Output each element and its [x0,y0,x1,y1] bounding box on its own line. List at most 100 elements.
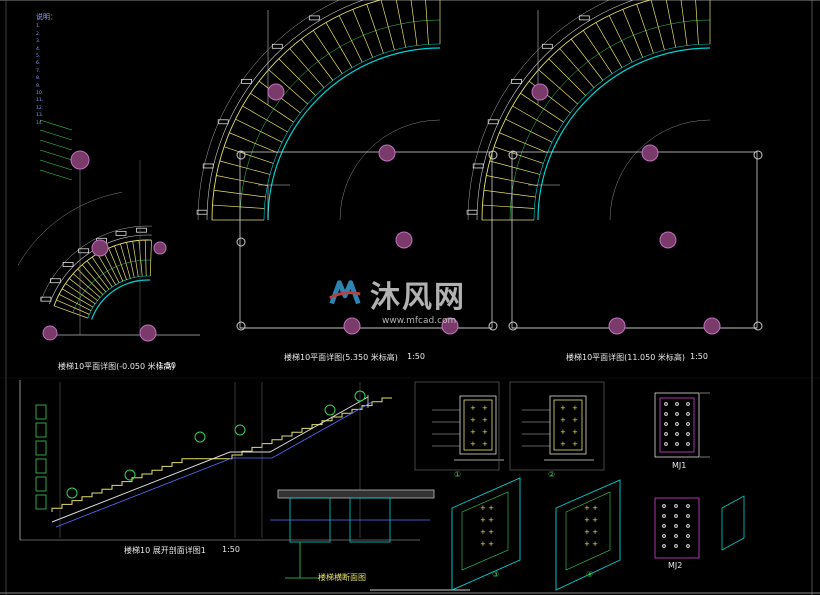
column-marker [441,317,459,335]
stair-tread [665,0,677,48]
stair-tread [132,241,139,277]
anchor-mark: + [482,428,488,436]
section-title: 楼梯10 展开剖面详图1 [124,546,206,555]
stair-tread [68,278,98,301]
anchor-mark: + [470,428,476,436]
anchor-mark: + [560,428,566,436]
dim-tag [487,119,499,125]
section-callout [194,431,206,443]
anchor-mark: + + [480,540,494,548]
stair-tread [583,30,613,74]
stair-tread [636,3,654,54]
stair-tread [512,105,558,133]
mj2-bolt [686,514,690,518]
stair-tread [223,146,274,164]
mj2-bolt [674,544,678,548]
plan3-outer-edge [481,0,653,221]
stair-tread [235,118,283,143]
dim-tag [472,163,484,169]
mj1-bolt [686,422,690,426]
section-callout [234,424,246,436]
plan3-grid-frame [511,151,758,329]
column-marker [153,241,167,255]
stair-tread [108,247,124,282]
dim-tag [241,78,252,84]
column-marker [343,317,361,335]
plan2-outer-rail [206,0,365,221]
dim-tag [78,248,90,254]
stair-tread [81,264,107,293]
note-line: 11. [36,98,44,104]
section-panel [35,422,47,438]
mj2-side-view [721,495,745,551]
mj1-bolt [664,412,668,416]
dim-tag [62,262,74,267]
anchor-mark: + + [584,516,598,524]
stair-tread [289,48,325,88]
anchor-mark: + [572,416,578,424]
note-line: 9. [36,83,41,89]
detail-1-label: ① [454,470,462,479]
stair-tread [520,93,564,123]
stair-tread [570,38,604,81]
mj2-bolt [686,534,690,538]
stair-tread [250,93,294,123]
mj2-bolt [674,504,678,508]
detail2-plate [553,399,583,451]
plan2-scale: 1:50 [407,352,425,361]
stair-tread [380,0,395,51]
stair-tread [268,69,308,105]
plan2-dim-arc [197,0,340,221]
detail2-frame [509,381,605,471]
column-marker [378,144,396,162]
axis-bubble [753,150,763,160]
detail4-inner [565,491,611,571]
stair-tread [680,0,688,46]
mj2-plate-outline [654,497,700,559]
note-line: 2. [36,31,41,37]
stair-tread [126,242,135,278]
stair-tread [144,240,147,277]
dim-tag [271,43,283,49]
column-marker [659,231,677,249]
axis-bubble [236,150,246,160]
plan3-inner-edge [537,47,711,221]
column-marker [139,324,157,342]
plan2-guide-arc [339,119,441,221]
plan1-inner-edge2 [87,275,151,319]
watermark-url: www.mfcad.com [382,316,457,326]
detail3-inner [461,491,509,571]
detail1-outline [459,395,497,455]
stair-tread [77,268,104,295]
anchor-mark: + [572,404,578,412]
anchor-mark: + [560,440,566,448]
section-scale: 1:50 [222,545,240,554]
stair-tread [229,132,278,153]
note-line: 3. [36,39,41,45]
column-marker [531,83,549,101]
section-callout [124,469,136,481]
detail1-frame [414,381,500,471]
stair-tread [499,132,548,153]
plan1-dim-arc [40,225,152,302]
dim-tag [541,43,553,49]
stair-tread [114,245,127,280]
general-notes: 说明： 1.2.3.4.5.6.7.8.9.10.11.12.13.14. [36,13,57,127]
stair-tread [149,240,152,277]
cross-slab [277,489,435,499]
detail3-plate [451,477,521,591]
column-marker [703,317,721,335]
watermark: 沐风网 [326,272,466,316]
plan3-guide-arc [609,119,711,221]
column-marker [267,83,285,101]
anchor-mark: + + [480,516,494,524]
mj2-bolt [662,524,666,528]
stair-tread [352,9,373,58]
stair-tread [338,15,363,63]
note-line: 13. [36,113,44,119]
stair-tread [72,273,101,298]
section-panel [35,476,47,492]
mj1-bolt [675,412,679,416]
stair-tread [489,160,541,175]
stair-tread [58,293,92,312]
